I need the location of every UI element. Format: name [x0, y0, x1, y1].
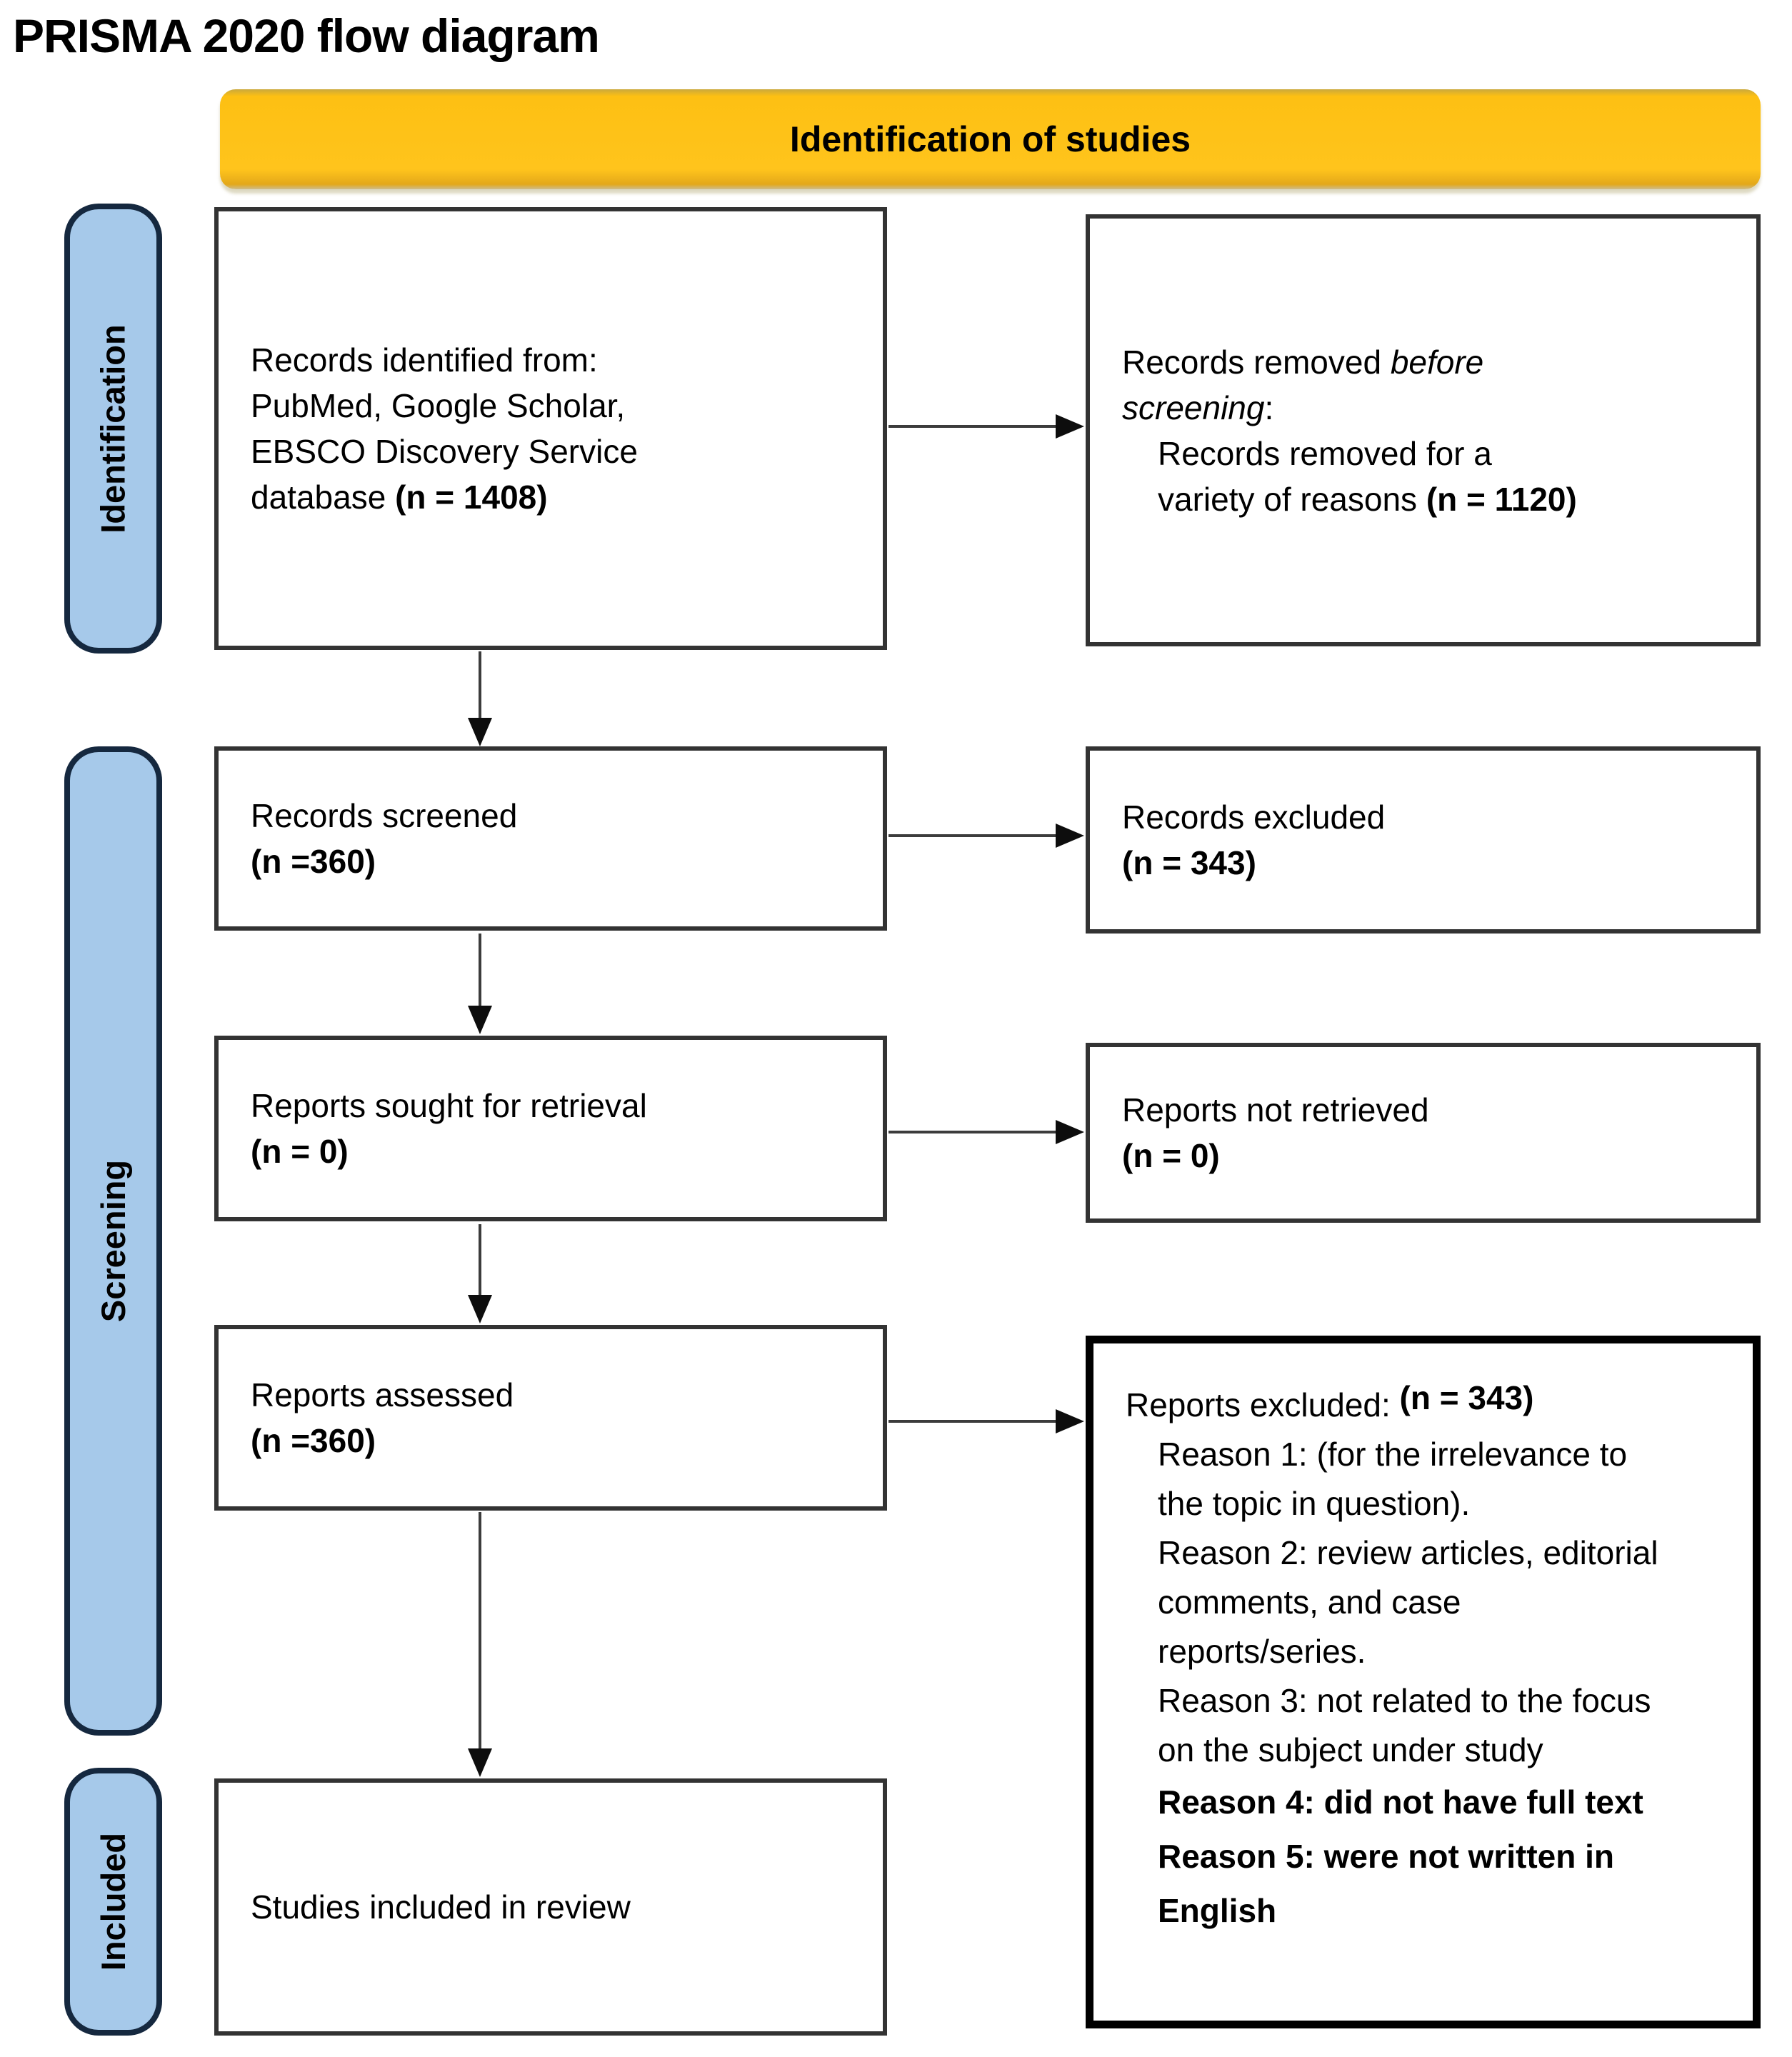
arrow-head-down	[468, 1748, 492, 1777]
arrow-line	[479, 934, 481, 1006]
reports-not-retrieved-count: (n = 0)	[1122, 1137, 1220, 1174]
arrow-head-right	[1056, 1409, 1084, 1433]
records-screened-box: Records screened (n =360)	[214, 746, 887, 931]
stage-screening-label: Screening	[94, 1159, 132, 1323]
reports-not-retrieved-box: Reports not retrieved (n = 0)	[1086, 1043, 1761, 1223]
records-removed-header-line2: screening:	[1122, 385, 1728, 431]
records-removed-italic1: before	[1390, 343, 1484, 381]
records-identified-line4-text: database	[251, 479, 396, 516]
reports-excluded-label: Reports excluded:	[1126, 1386, 1400, 1423]
arrow-line	[889, 425, 1058, 428]
records-excluded-box: Records excluded (n = 343)	[1086, 746, 1761, 934]
reports-not-retrieved-label: Reports not retrieved	[1122, 1091, 1429, 1128]
arrow-line	[889, 834, 1058, 837]
records-identified-line4: database (n = 1408)	[251, 474, 854, 520]
reports-excluded-count: (n = 343)	[1399, 1379, 1534, 1416]
arrow-head-right	[1056, 1120, 1084, 1144]
reports-sought-label: Reports sought for retrieval	[251, 1087, 647, 1124]
records-removed-detail-line1: Records removed for a	[1158, 434, 1492, 472]
arrow-head-down	[468, 1006, 492, 1034]
records-removed-count: (n = 1120)	[1426, 480, 1577, 518]
studies-included-box: Studies included in review	[214, 1778, 887, 2036]
stage-included-label: Included	[94, 1832, 133, 1971]
records-removed-header-line1: Records removed before	[1122, 339, 1728, 385]
reports-assessed-count: (n =360)	[251, 1422, 376, 1459]
reason-5: Reason 5: were not written in English	[1158, 1838, 1614, 1929]
records-identified-line3: EBSCO Discovery Service	[251, 433, 638, 470]
studies-included-label: Studies included in review	[251, 1888, 631, 1926]
records-removed-before-screening-box: Records removed before screening: Record…	[1086, 214, 1761, 646]
identification-of-studies-banner: Identification of studies	[220, 89, 1761, 189]
arrow-head-right	[1056, 824, 1084, 848]
records-identified-line2: PubMed, Google Scholar,	[251, 387, 626, 424]
arrow-head-down	[468, 718, 492, 746]
arrow-line	[479, 651, 481, 720]
records-identified-count: (n = 1408)	[395, 479, 548, 516]
reports-sought-box: Reports sought for retrieval (n = 0)	[214, 1036, 887, 1221]
records-excluded-count: (n = 343)	[1122, 844, 1256, 881]
reports-excluded-header: Reports excluded: (n = 343)	[1126, 1379, 1731, 1430]
stage-identification-label: Identification	[94, 324, 133, 534]
arrow-head-down	[468, 1295, 492, 1323]
records-removed-italic2: screening	[1122, 389, 1265, 426]
reports-assessed-label: Reports assessed	[251, 1376, 514, 1413]
records-excluded-label: Records excluded	[1122, 799, 1386, 836]
records-removed-detail-line2: variety of reasons (n = 1120)	[1158, 476, 1728, 522]
reports-assessed-box: Reports assessed (n =360)	[214, 1325, 887, 1511]
arrow-line	[889, 1131, 1058, 1133]
arrow-line	[889, 1420, 1058, 1423]
records-removed-colon: :	[1264, 389, 1274, 426]
reports-excluded-reasons-box: Reports excluded: (n = 343) Reason 1: (f…	[1086, 1336, 1761, 2028]
stage-included: Included	[64, 1768, 162, 2036]
records-screened-label: Records screened	[251, 797, 518, 834]
reason-1: Reason 1: (for the irrelevance to the to…	[1158, 1436, 1628, 1522]
arrow-head-right	[1056, 414, 1084, 439]
reason-4: Reason 4: did not have full text	[1158, 1783, 1643, 1821]
banner-label: Identification of studies	[789, 119, 1191, 159]
reason-3: Reason 3: not related to the focus on th…	[1158, 1682, 1651, 1768]
arrow-line	[479, 1224, 481, 1296]
stage-screening: Screening	[64, 746, 162, 1736]
records-identified-box: Records identified from: PubMed, Google …	[214, 207, 887, 650]
arrow-line	[479, 1512, 481, 1749]
reports-sought-count: (n = 0)	[251, 1133, 349, 1170]
records-removed-detail-text: variety of reasons	[1158, 480, 1426, 518]
records-identified-line1: Records identified from:	[251, 341, 598, 379]
page-title: PRISMA 2020 flow diagram	[13, 9, 600, 62]
reason-2: Reason 2: review articles, editorial com…	[1158, 1534, 1658, 1670]
reports-excluded-reason-list: Reason 1: (for the irrelevance to the to…	[1158, 1430, 1661, 1938]
records-removed-lead: Records removed	[1122, 343, 1391, 381]
stage-identification: Identification	[64, 204, 162, 654]
records-screened-count: (n =360)	[251, 843, 376, 880]
